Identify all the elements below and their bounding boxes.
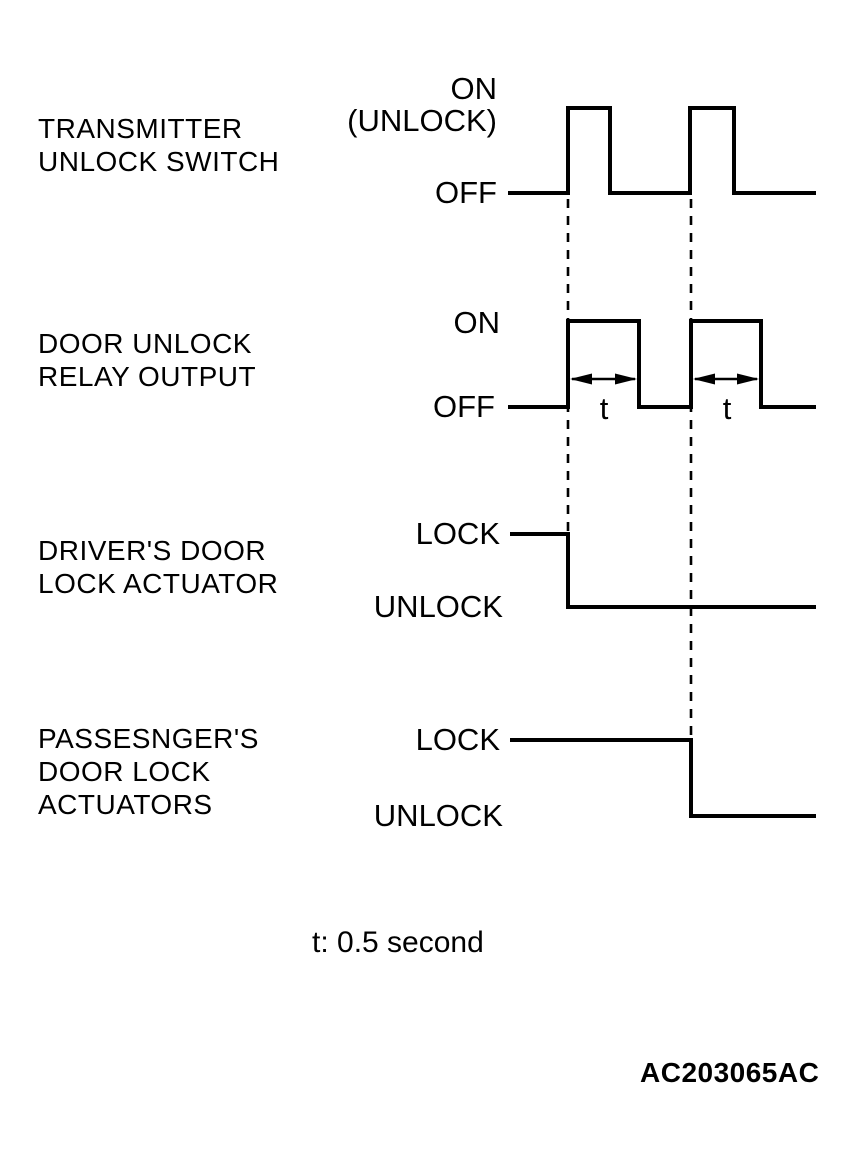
pulse-width-t-label-1: t (599, 391, 609, 426)
row4-level-unlock: UNLOCK (373, 798, 503, 833)
waveform-door-unlock-relay-output (508, 319, 816, 409)
arrowhead-right-icon (737, 373, 759, 385)
row1-level-on: ON (450, 71, 498, 106)
row-label-transmitter-unlock-switch: TRANSMITTER UNLOCK SWITCH (38, 113, 280, 177)
row-label-door-unlock-relay-output: DOOR UNLOCK RELAY OUTPUT (38, 328, 257, 392)
arrowhead-left-icon (693, 373, 715, 385)
arrowhead-left-icon (570, 373, 592, 385)
row2-level-off: OFF (433, 389, 495, 424)
time-definition-note: t: 0.5 second (312, 926, 484, 959)
waveform-passengers-door-lock-actuators (510, 738, 816, 818)
row1-level-unlock-qualifier: (UNLOCK) (347, 103, 497, 138)
pulse-width-t-label-2: t (722, 391, 732, 426)
row4-level-lock: LOCK (415, 722, 500, 757)
waveform-drivers-door-lock-actuator (510, 532, 816, 609)
figure-code: AC203065AC (640, 1057, 820, 1088)
row1-level-off: OFF (435, 175, 497, 210)
row2-level-on: ON (453, 305, 501, 340)
arrowhead-right-icon (615, 373, 637, 385)
waveform-transmitter-unlock-switch (508, 106, 816, 195)
row3-level-unlock: UNLOCK (373, 589, 503, 624)
row-label-passengers-door-lock-actuators: PASSESNGER'S DOOR LOCK ACTUATORS (38, 723, 259, 820)
row3-level-lock: LOCK (415, 516, 500, 551)
row-label-drivers-door-lock-actuator: DRIVER'S DOOR LOCK ACTUATOR (38, 535, 279, 599)
